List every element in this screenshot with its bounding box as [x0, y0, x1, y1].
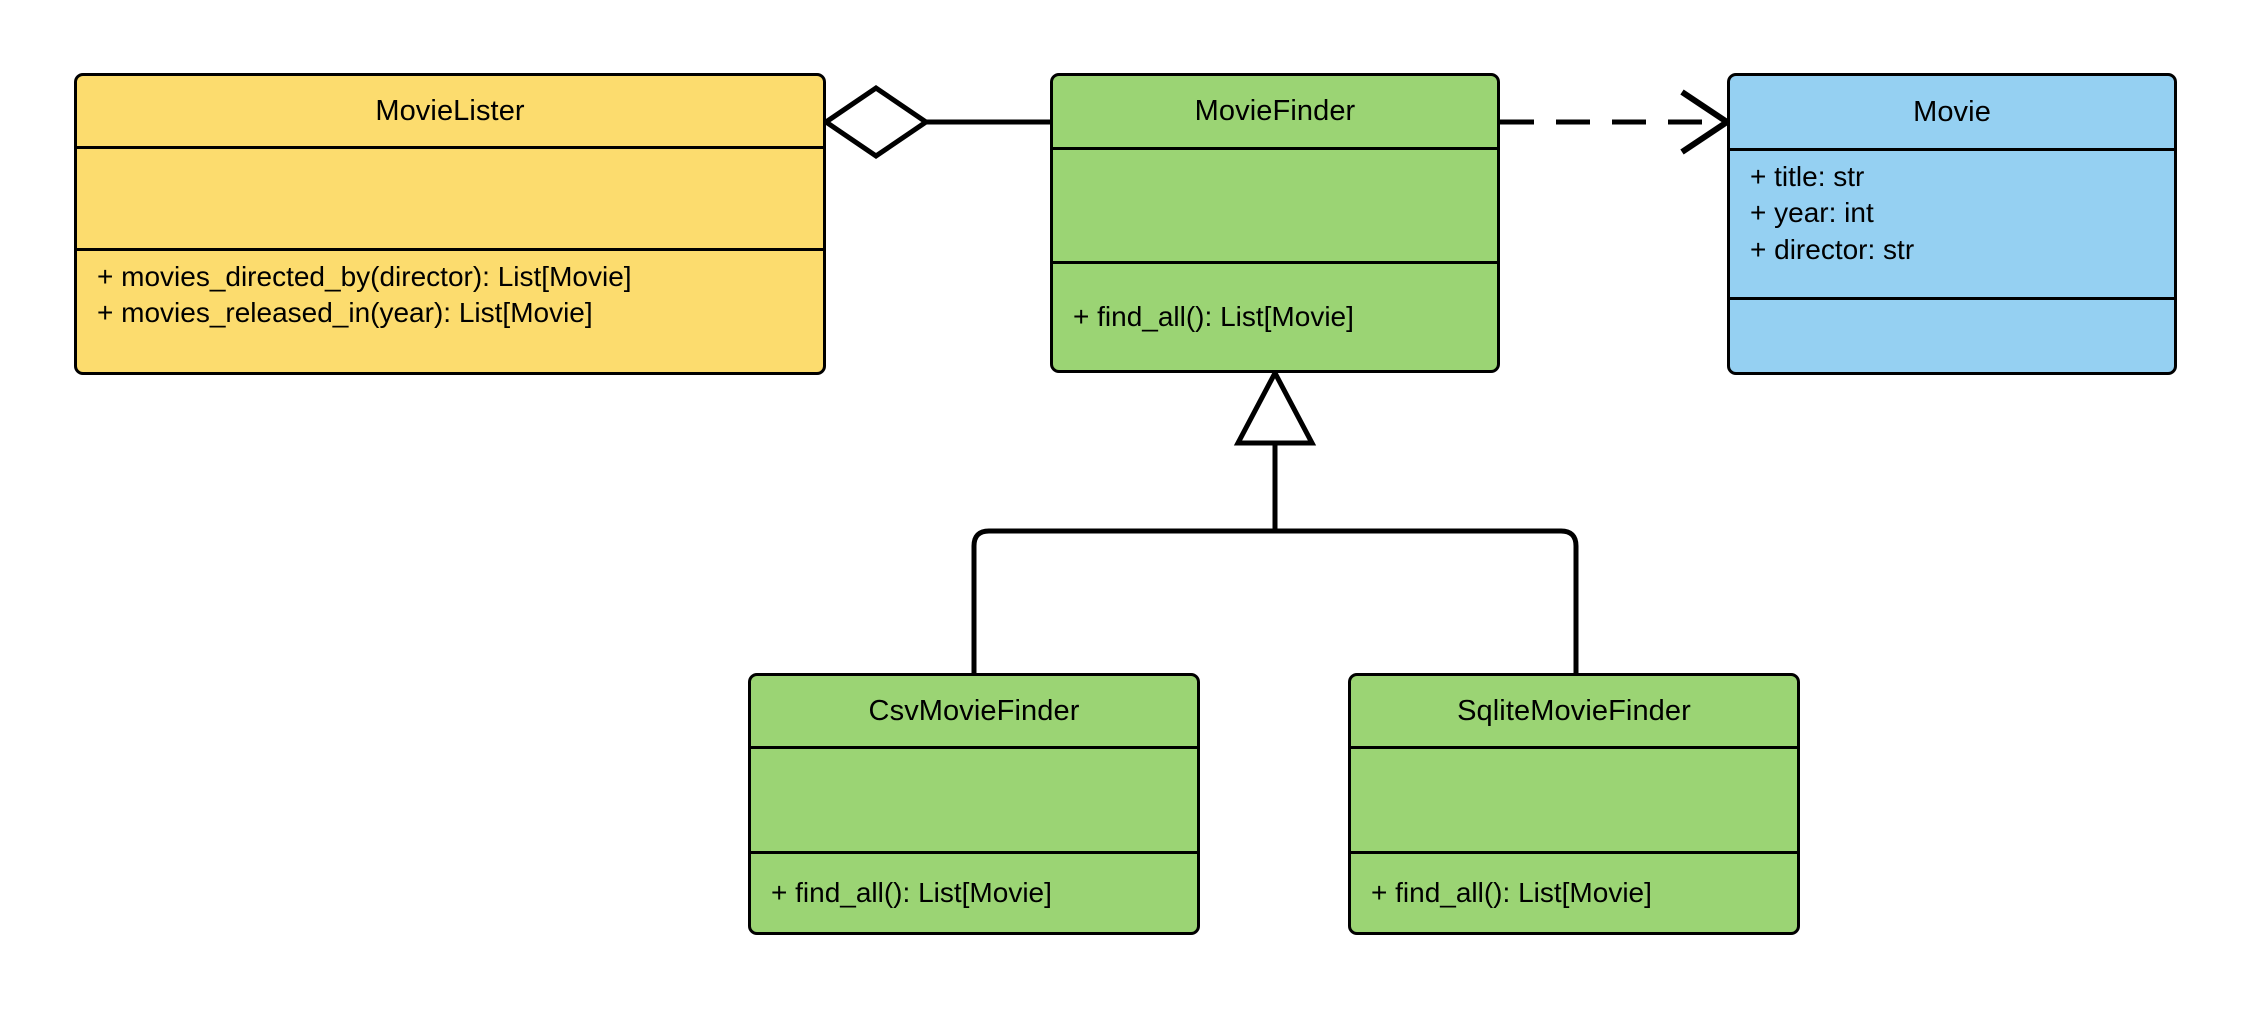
hollow-triangle-icon	[1233, 367, 1317, 446]
attribute-item: + year: int	[1750, 197, 1874, 229]
operations-compartment-sqlitemoviefinder: + find_all(): List[Movie]	[1351, 851, 1797, 932]
class-box-movie[interactable]: Movie + title: str + year: int + directo…	[1727, 73, 2177, 375]
operation-item: + movies_directed_by(director): List[Mov…	[97, 261, 632, 292]
attributes-compartment-csvmoviefinder	[751, 746, 1197, 851]
operations-compartment-csvmoviefinder: + find_all(): List[Movie]	[751, 851, 1197, 932]
operations-compartment-movie	[1730, 297, 2174, 372]
class-name-moviefinder: MovieFinder	[1194, 95, 1356, 127]
attribute-item: + director: str	[1750, 233, 1915, 265]
attributes-compartment-movielister	[77, 146, 823, 248]
dependency-edge-moviefinder-movie	[1500, 89, 1733, 155]
class-name-sqlitemoviefinder: SqliteMovieFinder	[1457, 694, 1691, 727]
aggregation-edge-movielister-moviefinder	[821, 84, 1050, 160]
class-box-sqlitemoviefinder[interactable]: SqliteMovieFinder + find_all(): List[Mov…	[1348, 673, 1800, 935]
generalization-edge-subclasses-moviefinder	[971, 367, 1579, 673]
attribute-item: + title: str	[1750, 161, 1865, 192]
class-box-movielister[interactable]: MovieLister + movies_directed_by(directo…	[74, 73, 826, 375]
attributes-compartment-movie: + title: str + year: int + director: str	[1730, 148, 2174, 297]
operations-compartment-moviefinder: + find_all(): List[Movie]	[1053, 261, 1497, 370]
class-name-movielister: MovieLister	[375, 94, 525, 127]
attributes-compartment-moviefinder	[1053, 147, 1497, 261]
open-arrowhead-icon	[1680, 89, 1733, 155]
operation-item: + movies_released_in(year): List[Movie]	[97, 297, 593, 329]
class-name-csvmoviefinder: CsvMovieFinder	[868, 694, 1080, 727]
operation-item: + find_all(): List[Movie]	[1073, 300, 1354, 332]
generalization-branch	[971, 528, 1579, 673]
operation-item: + find_all(): List[Movie]	[1371, 876, 1652, 908]
class-box-moviefinder[interactable]: MovieFinder + find_all(): List[Movie]	[1050, 73, 1500, 373]
operations-compartment-movielister: + movies_directed_by(director): List[Mov…	[77, 248, 823, 372]
hollow-diamond-icon	[821, 84, 931, 160]
class-box-csvmoviefinder[interactable]: CsvMovieFinder + find_all(): List[Movie]	[748, 673, 1200, 935]
attributes-compartment-sqlitemoviefinder	[1351, 746, 1797, 851]
operation-item: + find_all(): List[Movie]	[771, 876, 1052, 908]
class-name-movie: Movie	[1913, 95, 1991, 128]
